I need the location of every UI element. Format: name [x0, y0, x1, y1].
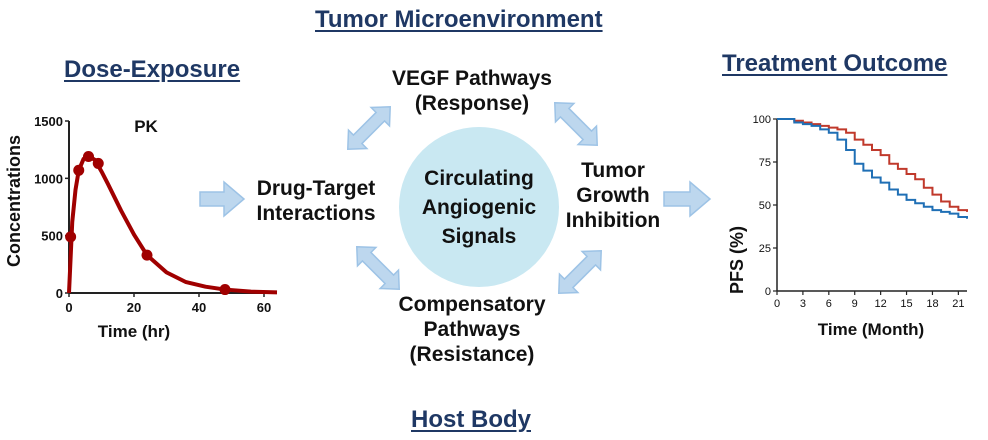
center-label: Circulating Angiogenic Signals [399, 164, 559, 251]
center-line-1: Circulating [424, 167, 534, 190]
node-comp-line-1: Compensatory [398, 293, 546, 316]
double-arrow-icon-bottom-right [548, 240, 612, 304]
node-vegf-line-1: VEGF Pathways [392, 67, 552, 90]
pfs-red-series-line [777, 118, 968, 212]
pfs-x-tick-label: 6 [826, 298, 832, 310]
pk-x-tick-label: 0 [65, 300, 72, 315]
pk-data-point [141, 249, 153, 261]
pfs-x-tick-label: 15 [900, 298, 912, 310]
pk-y-tick-label: 500 [41, 229, 63, 244]
pk-data-point [219, 284, 231, 296]
node-tumor-growth-inhibition: Tumor Growth Inhibition [548, 158, 678, 233]
double-arrow-icon-top-left [337, 96, 401, 160]
pk-data-point [65, 231, 77, 243]
pfs-y-tick-label: 50 [759, 200, 771, 212]
double-arrow-icon-bottom-left [346, 236, 410, 300]
pk-y-tick-label: 0 [56, 286, 63, 301]
heading-dose-exposure: Dose-Exposure [64, 56, 241, 83]
right-arrow-icon-left [199, 180, 246, 218]
pk-y-tick-label: 1500 [34, 114, 63, 129]
node-drug-target-interactions: Drug-Target Interactions [236, 176, 396, 226]
node-comp-line-3: (Resistance) [409, 343, 535, 366]
pk-data-point [92, 157, 104, 169]
pk-x-tick-label: 20 [127, 300, 141, 315]
pk-y-tick-label: 1000 [34, 171, 63, 186]
pfs-y-tick-label: 75 [759, 157, 771, 169]
pfs-y-axis-label: PFS (%) [727, 226, 747, 294]
right-arrow-icon-right [663, 180, 712, 218]
pk-fit-line [67, 153, 278, 295]
pfs-x-tick-label: 9 [852, 298, 858, 310]
heading-tumor-microenvironment: Tumor Microenvironment [315, 6, 603, 33]
pk-y-axis-label: Concentrations [4, 135, 24, 267]
pfs-x-tick-label: 21 [952, 298, 964, 310]
pfs-y-tick-label: 25 [759, 243, 771, 255]
node-vegf-line-2: (Response) [414, 92, 530, 115]
node-vegf-pathways: VEGF Pathways (Response) [362, 66, 582, 116]
pk-chart-title: PK [134, 117, 158, 136]
pfs-x-tick-label: 0 [774, 298, 780, 310]
center-line-2: Angiogenic [421, 196, 537, 219]
heading-host-body: Host Body [411, 406, 531, 433]
pk-data-point [73, 164, 85, 176]
pk-data-point [83, 151, 94, 163]
pfs-x-tick-label: 18 [926, 298, 938, 310]
node-tumor-line-1: Tumor [581, 159, 645, 182]
pfs-chart: PFS (%) Time (Month) 0 25 50 75 100 0 3 6 9 12 15 1… [727, 114, 968, 339]
node-comp-line-2: Pathways [423, 318, 521, 341]
node-drug-line-2: Interactions [256, 202, 376, 225]
pfs-y-tick-label: 0 [765, 286, 771, 298]
node-tumor-line-2: Growth [576, 184, 650, 207]
pfs-x-axis-label: Time (Month) [818, 320, 924, 339]
pfs-y-tick-label: 100 [753, 114, 771, 126]
node-compensatory-pathways: Compensatory Pathways (Resistance) [372, 292, 572, 367]
pk-x-tick-label: 40 [192, 300, 206, 315]
heading-treatment-outcome: Treatment Outcome [722, 50, 948, 77]
pk-x-tick-label: 60 [257, 300, 271, 315]
node-tumor-line-3: Inhibition [565, 209, 661, 232]
pfs-blue-series-line [777, 118, 968, 219]
center-line-3: Signals [441, 225, 517, 248]
pk-x-axis-label: Time (hr) [98, 322, 170, 341]
circulating-signals-circle [399, 127, 559, 287]
node-drug-line-1: Drug-Target [256, 177, 376, 200]
pfs-x-tick-label: 3 [800, 298, 806, 310]
double-arrow-icon-top-right [544, 92, 608, 156]
pfs-x-tick-label: 12 [875, 298, 887, 310]
pk-chart: PK Concentrations Time (hr) 0 500 1000 1500… [4, 114, 278, 341]
